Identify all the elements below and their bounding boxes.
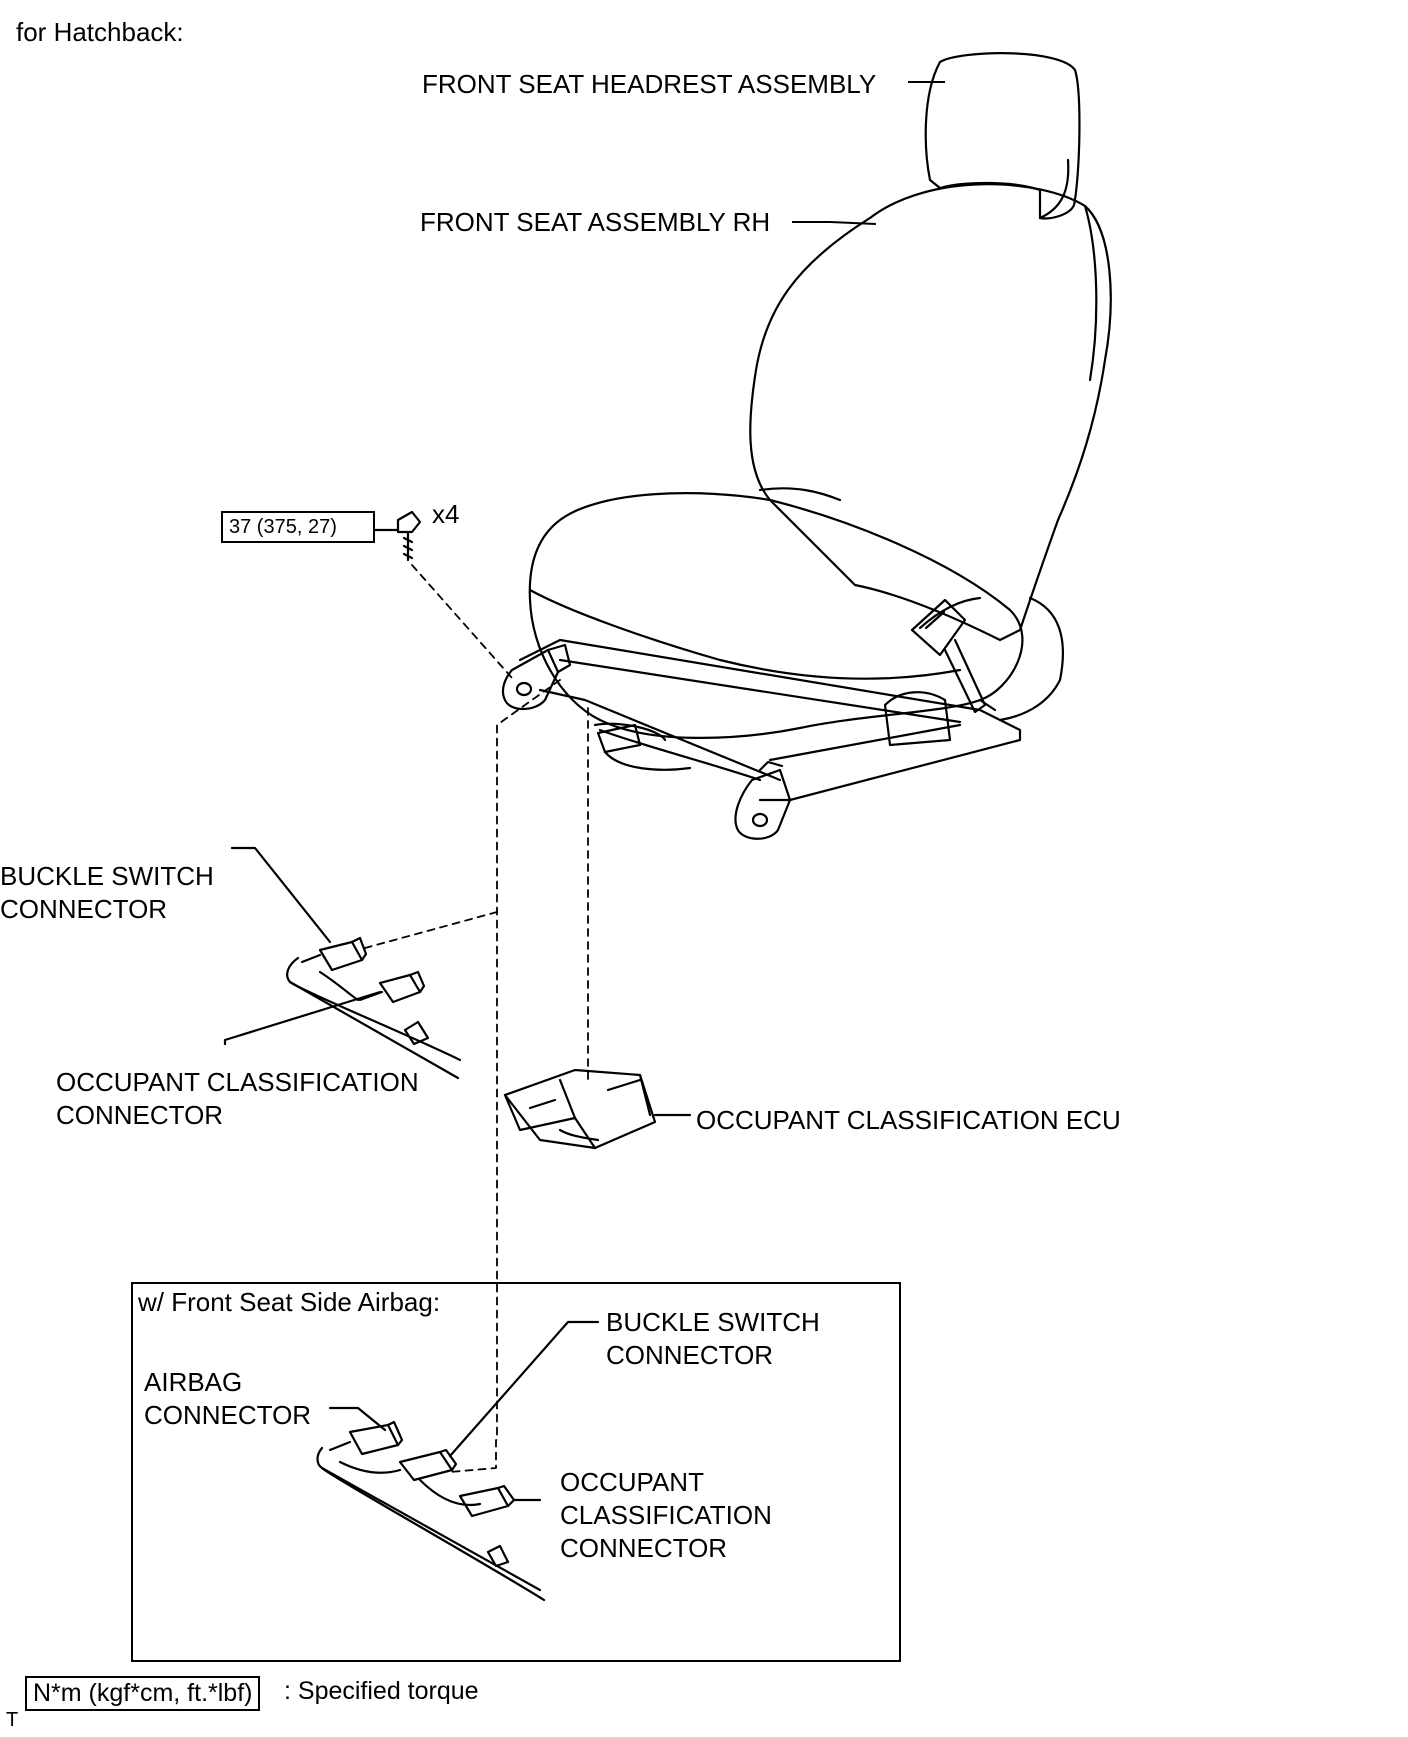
airbag-connector-label: AIRBAG CONNECTOR [144,1367,312,1430]
rear-left-mount-drawing [501,643,572,711]
ecu-drawing [503,1068,692,1150]
front-left-mount-drawing [734,760,792,840]
occupant-classification-connector-label-2: OCCUPANT CLASSIFICATION CONNECTOR [560,1467,772,1563]
seat-buckle-drawing [910,598,997,714]
assembly-dash-lines [364,564,589,1473]
harness-1-drawing [223,846,462,1080]
footer-mark: T [6,1709,19,1731]
buckle-switch-connector-label-2: BUCKLE SWITCH CONNECTOR [606,1307,820,1370]
seat-frame-drawing [518,638,1022,802]
under-seat-connector-drawing [596,723,692,771]
seatback-drawing [749,183,1112,642]
occupant-classification-connector-label: OCCUPANT CLASSIFICATION CONNECTOR [56,1067,419,1130]
torque-unit-legend-box: N*m (kgf*cm, ft.*lbf) [25,1676,261,1711]
occupant-classification-ecu-label: OCCUPANT CLASSIFICATION ECU [696,1105,1121,1135]
torque-legend-description: : Specified torque [284,1677,479,1705]
seat-cushion-drawing [528,492,1064,739]
seat-assembly-label: FRONT SEAT ASSEMBLY RH [420,207,771,237]
side-airbag-inset-box [131,1282,901,1662]
headrest-label: FRONT SEAT HEADREST ASSEMBLY [422,69,877,99]
bolt-drawing [396,510,422,562]
buckle-switch-connector-label: BUCKLE SWITCH CONNECTOR [0,861,214,924]
torque-box: 37 (375, 27) [221,511,375,543]
variant-title: for Hatchback: [16,17,184,47]
side-airbag-box-title: w/ Front Seat Side Airbag: [138,1287,441,1317]
bolt-quantity-label: x4 [432,499,460,529]
harness-2-drawing [316,1320,600,1602]
